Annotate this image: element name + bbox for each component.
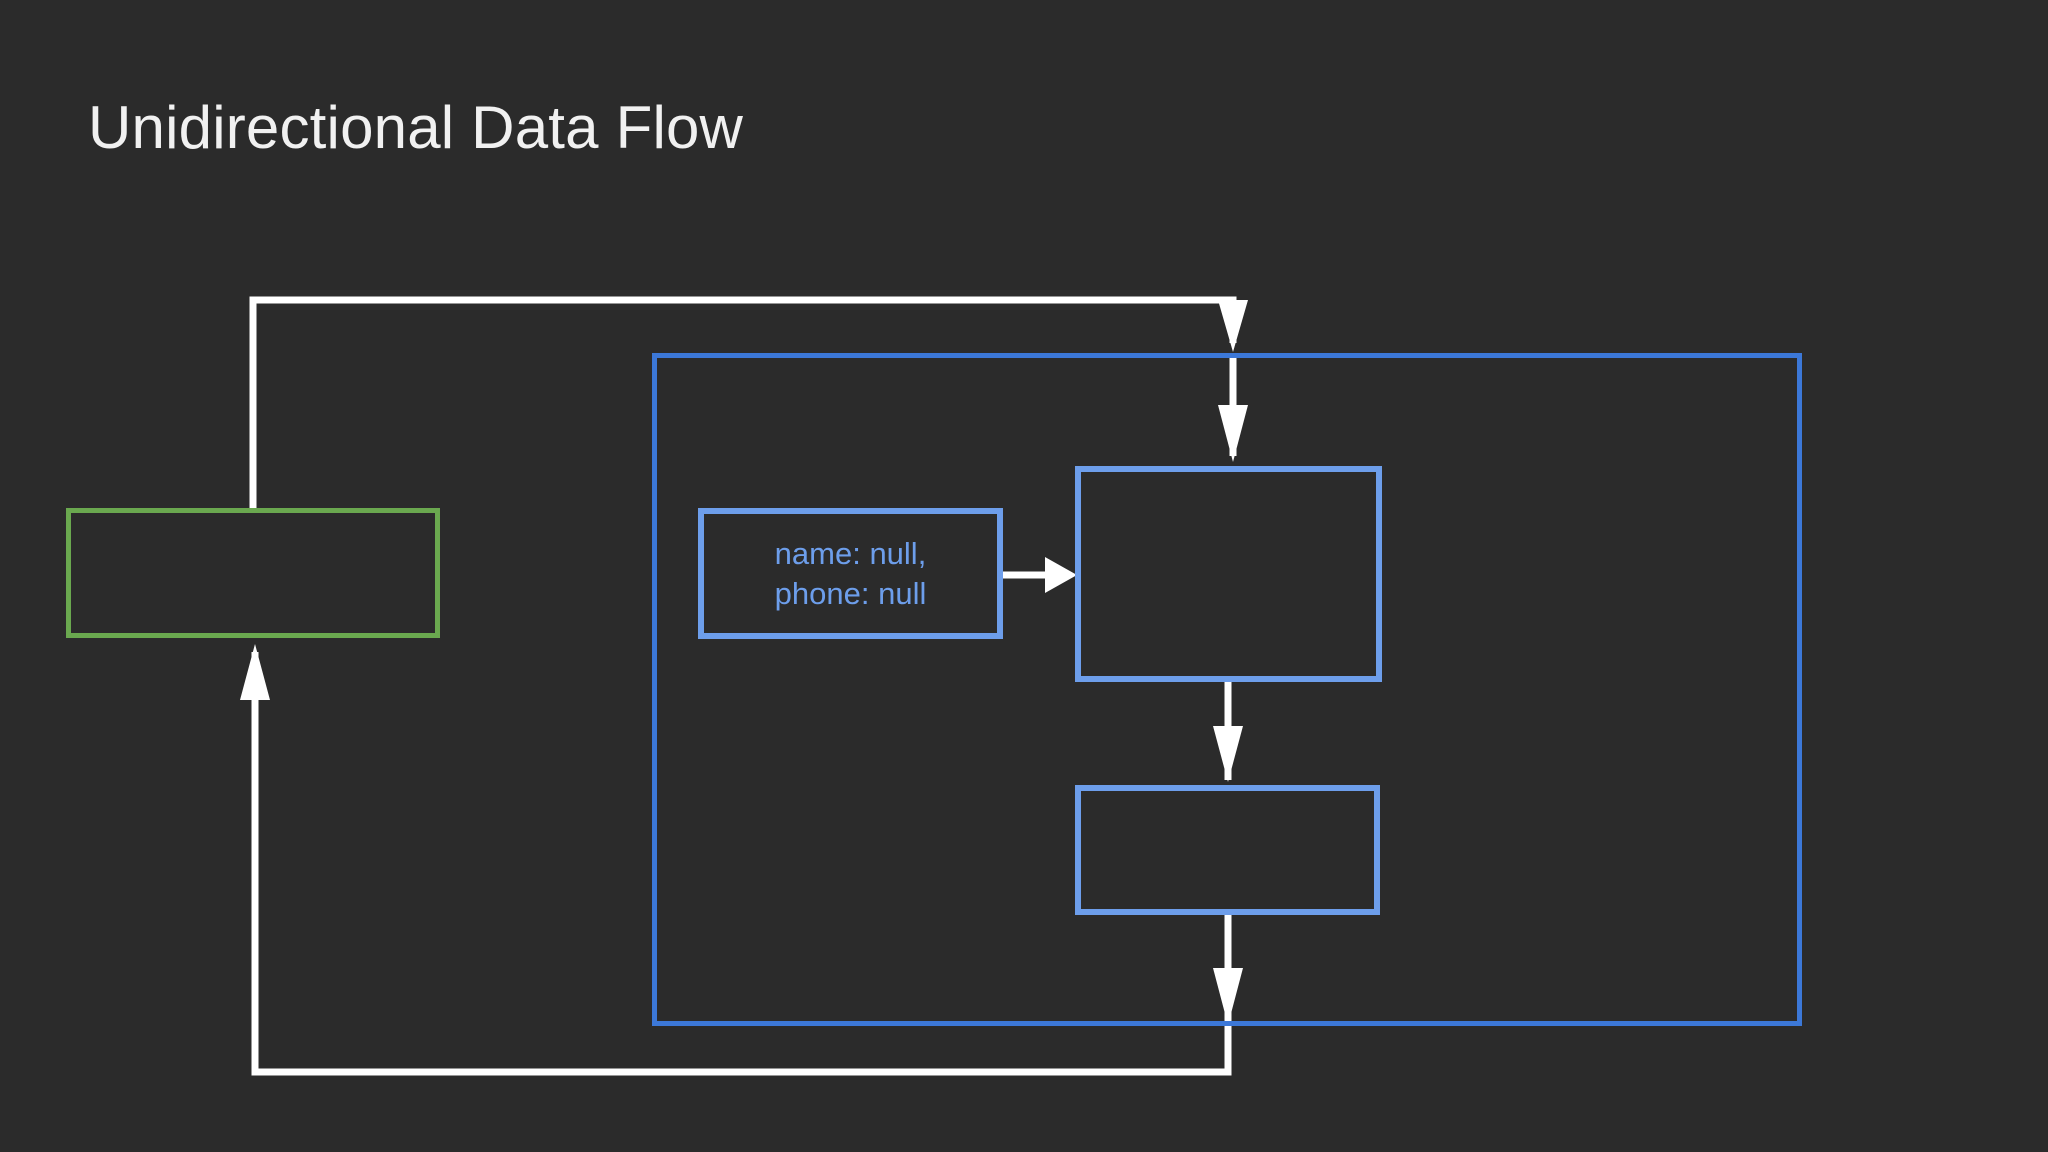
state-node[interactable]: name: null, phone: null bbox=[698, 508, 1003, 639]
state-node-label: name: null, phone: null bbox=[774, 535, 927, 611]
view-node[interactable] bbox=[1075, 785, 1380, 915]
component-node[interactable] bbox=[1075, 466, 1382, 682]
store-node[interactable] bbox=[66, 508, 440, 638]
page-title: Unidirectional Data Flow bbox=[88, 94, 744, 161]
app-container-node[interactable] bbox=[652, 353, 1802, 1026]
